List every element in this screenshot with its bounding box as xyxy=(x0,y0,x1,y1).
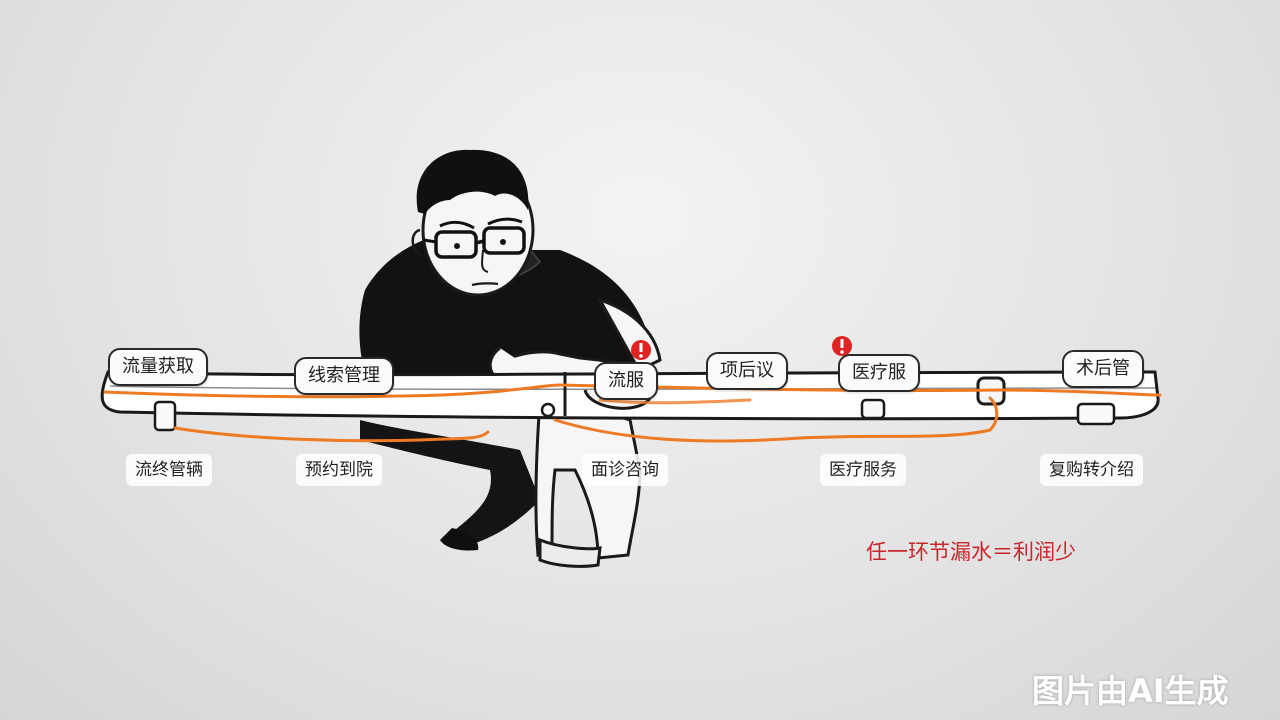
bottom-label-2: 预约到院 xyxy=(296,454,382,487)
pipe-label-traffic: 流量获取 xyxy=(108,348,208,386)
pipe-label-medical: 医疗服 xyxy=(838,354,920,392)
ai-watermark: 图片由AI生成 xyxy=(1032,672,1229,710)
slogan-text: 任一环节漏水＝利润少 xyxy=(866,540,1076,564)
alert-icon xyxy=(832,336,852,356)
pipe-label-flow: 流服 xyxy=(594,362,658,400)
bottom-label-1: 流终管辆 xyxy=(126,454,212,487)
pipe-label-leads: 线索管理 xyxy=(294,357,394,395)
alert-icon xyxy=(631,340,651,360)
bottom-label-4: 医疗服务 xyxy=(820,454,906,487)
bottom-label-3: 面诊咨询 xyxy=(582,454,668,487)
pipe-label-project: 项后议 xyxy=(706,352,788,390)
person-figure xyxy=(359,149,662,568)
leak-wires xyxy=(103,383,1162,443)
bottom-label-5: 复购转介绍 xyxy=(1040,454,1143,487)
pipe-label-postop: 术后管 xyxy=(1062,350,1144,388)
